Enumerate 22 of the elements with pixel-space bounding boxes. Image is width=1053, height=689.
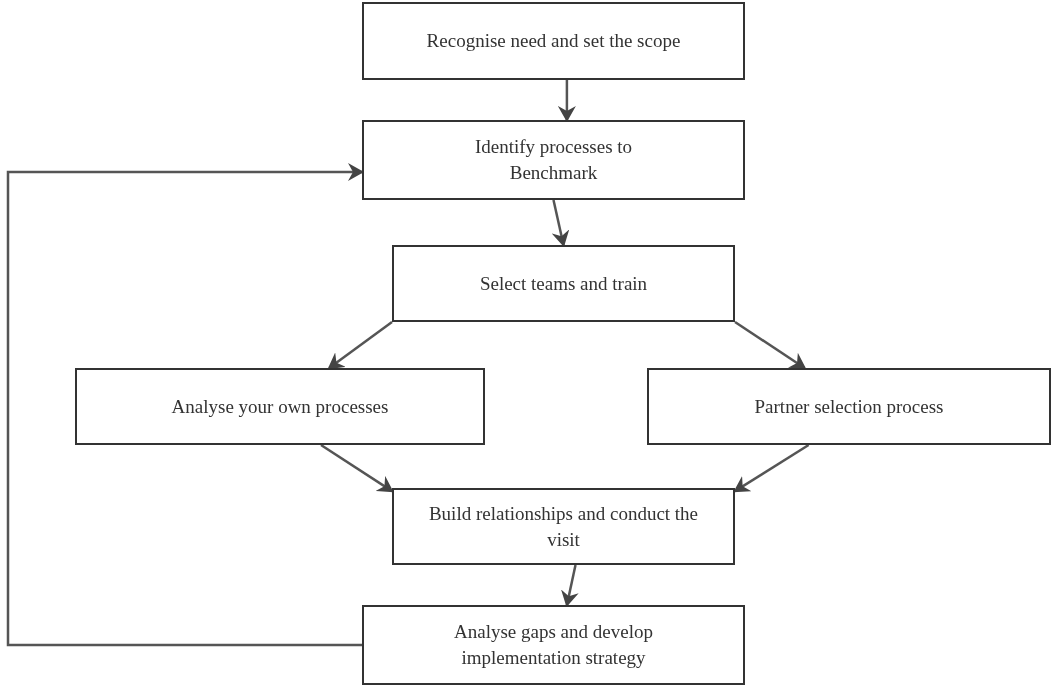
arrow bbox=[320, 443, 394, 493]
arrow bbox=[6, 163, 364, 647]
process-box bbox=[392, 245, 735, 322]
arrow bbox=[557, 80, 576, 122]
process-box bbox=[362, 2, 745, 80]
arrow bbox=[327, 321, 393, 370]
arrow bbox=[733, 443, 810, 493]
arrow bbox=[561, 564, 579, 607]
step-text: Recognise need and set the scope bbox=[426, 29, 681, 54]
arrow bbox=[734, 320, 807, 370]
arrow bbox=[551, 199, 570, 247]
process-box bbox=[362, 605, 745, 685]
step-text: Build relationships and conduct the visit bbox=[427, 501, 700, 552]
process-box bbox=[362, 120, 745, 200]
process-box bbox=[392, 488, 735, 565]
step-text: Analyse your own processes bbox=[171, 394, 389, 419]
process-box bbox=[75, 368, 485, 445]
step-text: Identify processes to Benchmark bbox=[473, 135, 634, 185]
process-box bbox=[647, 368, 1051, 445]
step-text: Analyse gaps and develop implementation strategy bbox=[453, 620, 654, 670]
step-text: Select teams and train bbox=[479, 271, 648, 296]
step-text: Partner selection process bbox=[754, 394, 944, 419]
